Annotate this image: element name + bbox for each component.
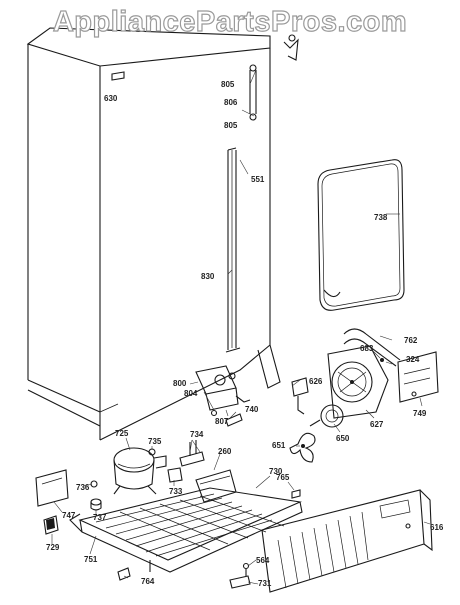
label-651: 651 xyxy=(272,441,286,450)
label-765: 765 xyxy=(276,473,290,482)
label-764: 764 xyxy=(141,577,155,586)
label-551: 551 xyxy=(251,175,265,184)
label-738: 738 xyxy=(374,213,388,222)
label-805-top: 805 xyxy=(221,80,235,89)
label-650: 650 xyxy=(336,434,350,443)
label-806: 806 xyxy=(224,98,238,107)
label-729: 729 xyxy=(46,543,60,552)
label-749: 749 xyxy=(413,409,427,418)
label-626: 626 xyxy=(309,377,323,386)
bracket-740 xyxy=(225,413,243,427)
label-564: 564 xyxy=(256,556,270,565)
label-800: 800 xyxy=(173,379,187,388)
label-683: 683 xyxy=(360,344,374,353)
valve-800 xyxy=(195,365,251,417)
gasket-738 xyxy=(317,159,405,311)
label-762: 762 xyxy=(404,336,418,345)
grille-616 xyxy=(261,489,433,593)
clip-729 xyxy=(43,515,59,535)
label-736: 736 xyxy=(76,483,90,492)
refrigerator-cabinet xyxy=(26,27,299,441)
thermostat-626 xyxy=(291,377,309,415)
bracket-734 xyxy=(179,440,205,467)
watermark-logo: AppliancePartsPros.com xyxy=(52,5,408,38)
label-807: 807 xyxy=(215,417,229,426)
label-616: 616 xyxy=(430,523,444,532)
panel-749 xyxy=(380,351,439,403)
label-260: 260 xyxy=(218,447,232,456)
bracket-747 xyxy=(35,469,69,507)
part-number-labels: 630 805 806 805 551 738 830 762 683 324 … xyxy=(46,80,444,588)
fan-blade-651 xyxy=(289,432,316,463)
compressor-725 xyxy=(113,447,167,495)
label-747: 747 xyxy=(62,511,76,520)
part-737 xyxy=(90,498,102,511)
condenser-coil-730 xyxy=(69,487,303,573)
relay-733 xyxy=(167,467,183,483)
label-737: 737 xyxy=(93,513,107,522)
label-731: 731 xyxy=(258,579,272,588)
label-740: 740 xyxy=(245,405,259,414)
label-735: 735 xyxy=(148,437,162,446)
clip-764 xyxy=(117,567,131,581)
screw-564 xyxy=(242,562,250,576)
label-734: 734 xyxy=(190,430,204,439)
label-324: 324 xyxy=(406,355,420,364)
label-805-bottom: 805 xyxy=(224,121,238,130)
bracket-731 xyxy=(229,575,251,589)
label-733: 733 xyxy=(169,487,183,496)
label-630: 630 xyxy=(104,94,118,103)
fan-housing-627 xyxy=(327,345,389,419)
tube-762 xyxy=(343,328,401,367)
label-751: 751 xyxy=(84,555,98,564)
label-830: 830 xyxy=(201,272,215,281)
leader-lines xyxy=(51,69,431,585)
label-627: 627 xyxy=(370,420,384,429)
label-730: 730 xyxy=(269,467,283,476)
label-804: 804 xyxy=(184,389,198,398)
label-725: 725 xyxy=(115,429,129,438)
fan-motor-650 xyxy=(309,404,344,428)
clip-765 xyxy=(291,489,301,499)
